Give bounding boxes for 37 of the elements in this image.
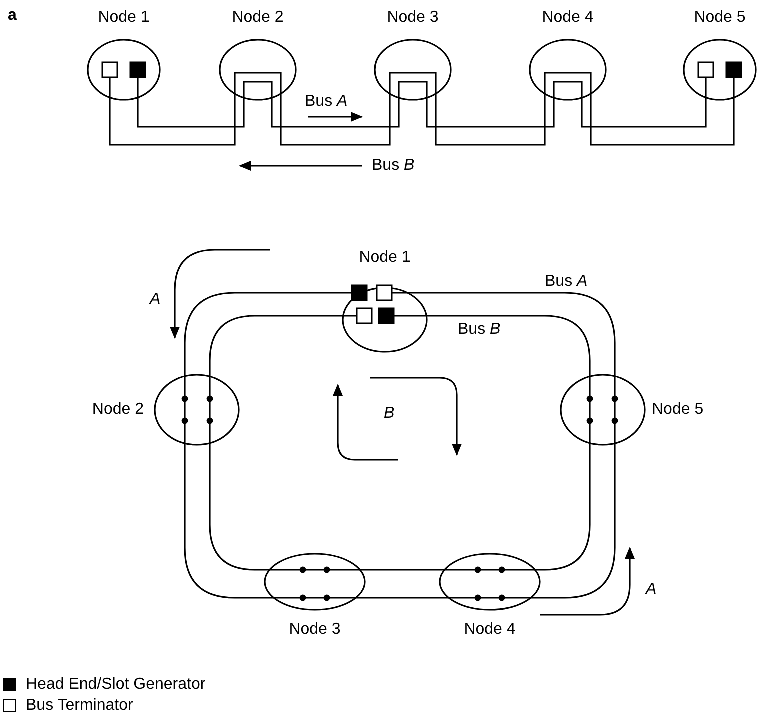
node-label: Node 1 [359,249,411,266]
bus-line [298,144,373,146]
bus-line [608,144,680,146]
direction-label: A [646,580,657,600]
bus-line [164,126,218,128]
node-label: Node 4 [542,9,594,26]
bus-line [184,443,274,599]
bus-line [453,144,528,146]
bus-label: Bus A [305,92,348,112]
node-label: Node 2 [92,401,144,418]
bus-line [535,443,591,571]
bus-line [608,126,680,128]
legend-label: Bus Terminator [26,696,134,716]
node-label: Node 1 [98,9,150,26]
node-label: Node 3 [289,621,341,638]
bus-line [164,144,218,146]
node-label: Node 4 [464,621,516,638]
node-label: Node 5 [652,401,704,418]
bus-line [427,315,591,377]
bus-label: Bus B [372,156,415,176]
bus-line [408,292,616,377]
bus-line [209,443,270,571]
bus-line [356,597,449,599]
bus-line [360,569,445,571]
node-label: Node 3 [387,9,439,26]
direction-label: A [150,290,161,310]
bus-line [531,443,616,599]
node-label: Node 5 [694,9,746,26]
bus-line [209,315,343,377]
legend-label: Head End/Slot Generator [26,675,206,695]
panel-letter: a [8,6,17,26]
direction-label: B [384,404,395,424]
bus-label: Bus A [545,272,588,292]
node-label: Node 2 [232,9,284,26]
bus-line [453,126,528,128]
bus-label: Bus B [458,320,501,340]
bus-line [298,126,373,128]
